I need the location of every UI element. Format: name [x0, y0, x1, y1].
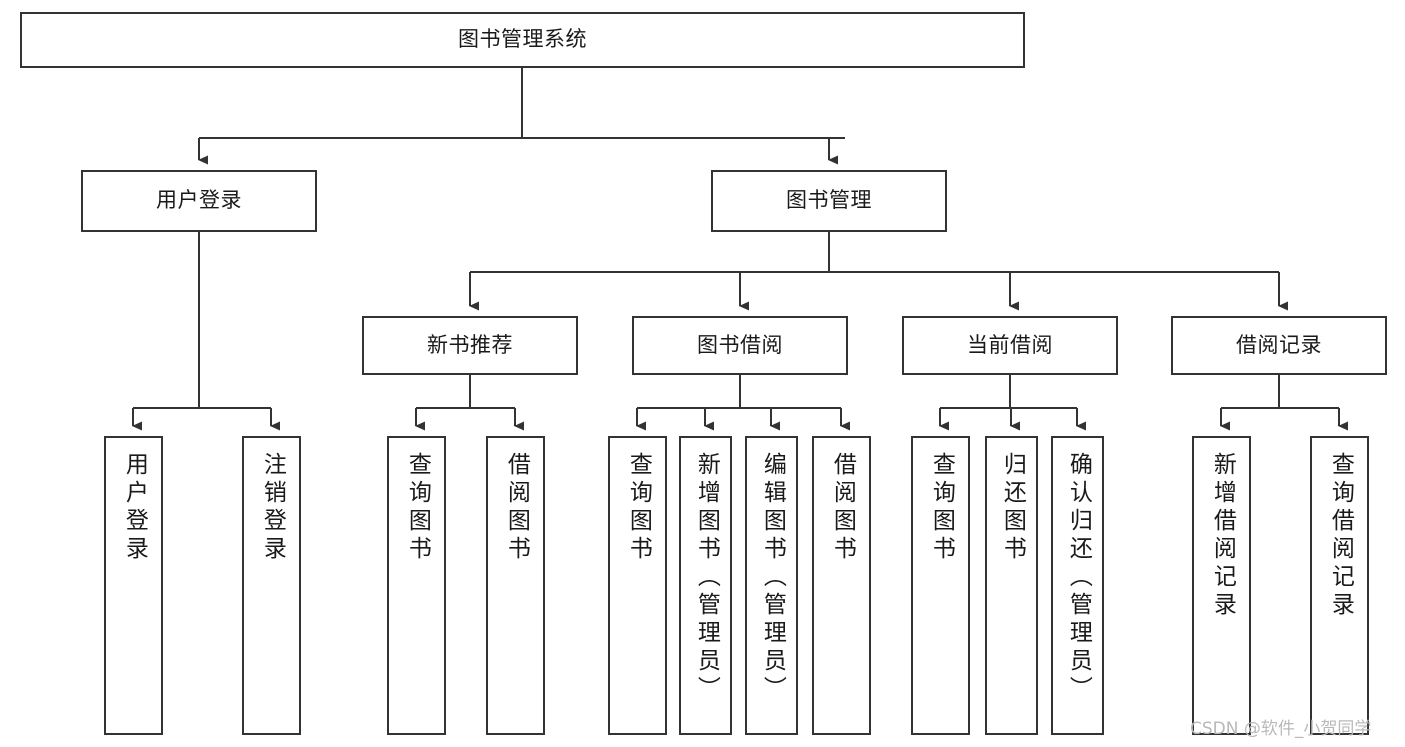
- node-leaf-query-book-bor-label: 查询图书: [625, 452, 652, 564]
- node-leaf-return-book[interactable]: 归还图书: [985, 436, 1038, 735]
- node-book-manage[interactable]: 图书管理: [711, 170, 947, 232]
- node-leaf-edit-book[interactable]: 编辑图书（管理员）: [745, 436, 798, 735]
- node-leaf-confirm-return-label: 确认归还（管理员）: [1065, 452, 1092, 704]
- node-leaf-borrow-book-bor-label: 借阅图书: [829, 452, 856, 564]
- node-user-login[interactable]: 用户登录: [81, 170, 317, 232]
- node-leaf-borrow-book-rec-label: 借阅图书: [503, 452, 530, 564]
- node-leaf-return-book-label: 归还图书: [999, 452, 1026, 564]
- node-root[interactable]: 图书管理系统: [20, 12, 1025, 68]
- node-leaf-borrow-book-rec[interactable]: 借阅图书: [486, 436, 545, 735]
- watermark-text: CSDN @软件_小贺同学: [1190, 719, 1372, 739]
- node-new-book-rec[interactable]: 新书推荐: [362, 316, 578, 375]
- node-leaf-query-book-cur-label: 查询图书: [928, 452, 955, 564]
- node-leaf-user-logout-label: 注销登录: [259, 452, 286, 564]
- node-leaf-user-login-label: 用户登录: [121, 452, 148, 564]
- node-book-manage-label: 图书管理: [786, 188, 872, 213]
- node-leaf-add-record[interactable]: 新增借阅记录: [1192, 436, 1251, 735]
- node-leaf-add-record-label: 新增借阅记录: [1209, 452, 1236, 620]
- node-borrow-record-label: 借阅记录: [1236, 332, 1322, 357]
- node-leaf-query-book-bor[interactable]: 查询图书: [608, 436, 667, 735]
- node-leaf-borrow-book-bor[interactable]: 借阅图书: [812, 436, 871, 735]
- node-new-book-rec-label: 新书推荐: [427, 332, 513, 357]
- node-leaf-query-book-cur[interactable]: 查询图书: [911, 436, 970, 735]
- node-leaf-query-book-rec[interactable]: 查询图书: [387, 436, 446, 735]
- node-leaf-query-book-rec-label: 查询图书: [404, 452, 431, 564]
- node-leaf-add-book-label: 新增图书（管理员）: [693, 452, 720, 704]
- node-borrow-record[interactable]: 借阅记录: [1171, 316, 1387, 375]
- node-root-label: 图书管理系统: [458, 27, 587, 52]
- node-user-login-label: 用户登录: [156, 188, 242, 213]
- node-leaf-user-login[interactable]: 用户登录: [104, 436, 163, 735]
- node-current-borrow[interactable]: 当前借阅: [902, 316, 1118, 375]
- node-leaf-add-book[interactable]: 新增图书（管理员）: [679, 436, 732, 735]
- node-book-borrow-label: 图书借阅: [697, 332, 783, 357]
- node-leaf-query-record-label: 查询借阅记录: [1327, 452, 1354, 620]
- node-current-borrow-label: 当前借阅: [967, 332, 1053, 357]
- node-leaf-query-record[interactable]: 查询借阅记录: [1310, 436, 1369, 735]
- node-leaf-confirm-return[interactable]: 确认归还（管理员）: [1051, 436, 1104, 735]
- node-leaf-user-logout[interactable]: 注销登录: [242, 436, 301, 735]
- node-leaf-edit-book-label: 编辑图书（管理员）: [759, 452, 786, 704]
- node-book-borrow[interactable]: 图书借阅: [632, 316, 848, 375]
